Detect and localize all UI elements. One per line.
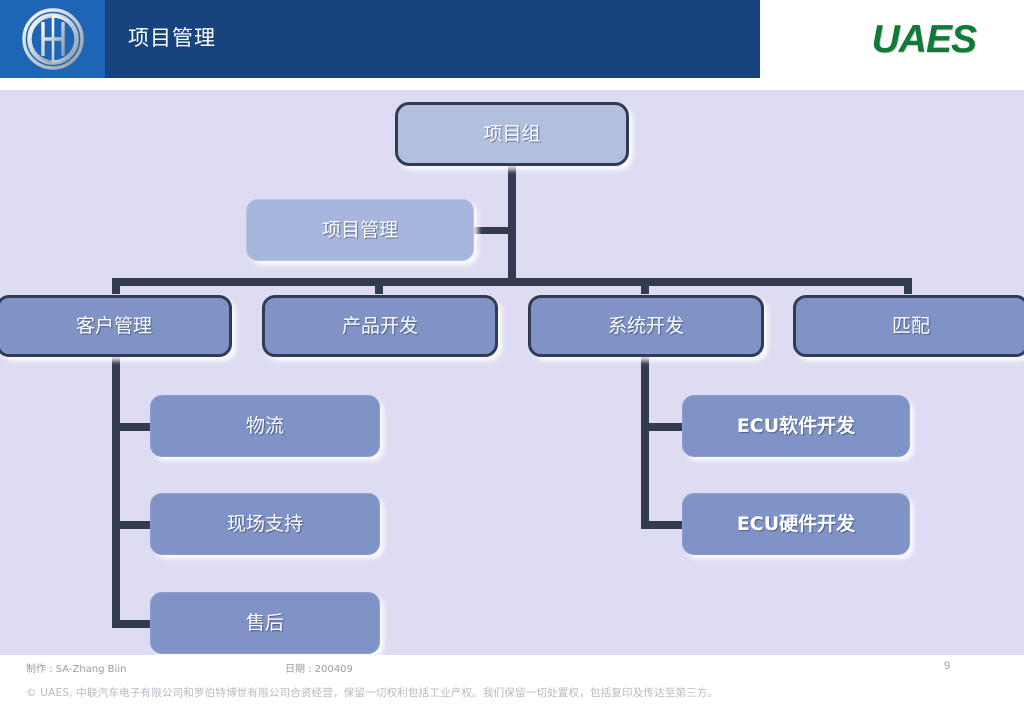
node-product-development[interactable]: 产品开发 bbox=[262, 295, 498, 357]
page-footer: 制作 : SA-Zhang Biin 日期 : 200409 9 © UAES,… bbox=[0, 655, 1024, 709]
footer-author: 制作 : SA-Zhang Biin bbox=[26, 664, 127, 675]
page-header: 项目管理 bbox=[0, 0, 760, 78]
connector-customer-to-field bbox=[112, 521, 160, 529]
bosch-logo-tile bbox=[0, 0, 105, 78]
connector-drop-system bbox=[641, 278, 649, 294]
connector-customer-to-logistics bbox=[112, 423, 160, 431]
bosch-logo-icon bbox=[21, 8, 84, 70]
connector-drop-product bbox=[375, 278, 383, 294]
node-label: 售后 bbox=[245, 611, 284, 634]
node-project-team[interactable]: 项目组 bbox=[395, 102, 629, 166]
node-label: ECU硬件开发 bbox=[736, 512, 856, 535]
node-label: 物流 bbox=[245, 414, 284, 437]
connector-root-vertical bbox=[508, 165, 516, 285]
node-label: 客户管理 bbox=[75, 314, 152, 337]
page-title: 项目管理 bbox=[128, 26, 216, 50]
connector-drop-customer bbox=[112, 278, 120, 294]
connector-system-to-ecuhw bbox=[641, 521, 691, 529]
footer-copyright: © UAES, 中联汽车电子有限公司和罗伯特博世有限公司合资经营，保留一切权利包… bbox=[26, 687, 719, 699]
node-label: 项目组 bbox=[483, 122, 541, 145]
node-after-sales[interactable]: 售后 bbox=[150, 592, 380, 654]
node-ecu-hardware-development[interactable]: ECU硬件开发 bbox=[682, 493, 910, 555]
node-label: 现场支持 bbox=[226, 512, 303, 535]
connector-system-spine bbox=[641, 354, 649, 529]
node-ecu-software-development[interactable]: ECU软件开发 bbox=[682, 395, 910, 457]
node-label: 系统开发 bbox=[607, 314, 684, 337]
footer-page-number: 9 bbox=[944, 660, 951, 672]
node-label: 匹配 bbox=[891, 314, 930, 337]
node-project-management[interactable]: 项目管理 bbox=[246, 199, 474, 261]
node-label: ECU软件开发 bbox=[736, 414, 856, 437]
connector-pm-stub bbox=[470, 227, 516, 234]
uaes-logo: UAES bbox=[871, 18, 977, 61]
node-label: 项目管理 bbox=[321, 218, 398, 241]
node-matching[interactable]: 匹配 bbox=[793, 295, 1024, 357]
connector-customer-spine bbox=[112, 354, 120, 628]
connector-system-to-ecusw bbox=[641, 423, 691, 431]
footer-date: 日期 : 200409 bbox=[285, 664, 353, 675]
node-logistics[interactable]: 物流 bbox=[150, 395, 380, 457]
node-field-support[interactable]: 现场支持 bbox=[150, 493, 380, 555]
node-customer-management[interactable]: 客户管理 bbox=[0, 295, 232, 357]
org-chart-panel: 项目组 项目管理 客户管理 产品开发 系统开发 匹配 物流 现场支持 售后 EC… bbox=[0, 90, 1024, 655]
connector-customer-to-aftersale bbox=[112, 620, 160, 628]
node-label: 产品开发 bbox=[341, 314, 418, 337]
connector-drop-matching bbox=[904, 278, 912, 294]
node-system-development[interactable]: 系统开发 bbox=[528, 295, 764, 357]
connector-level2-bus bbox=[112, 278, 912, 286]
